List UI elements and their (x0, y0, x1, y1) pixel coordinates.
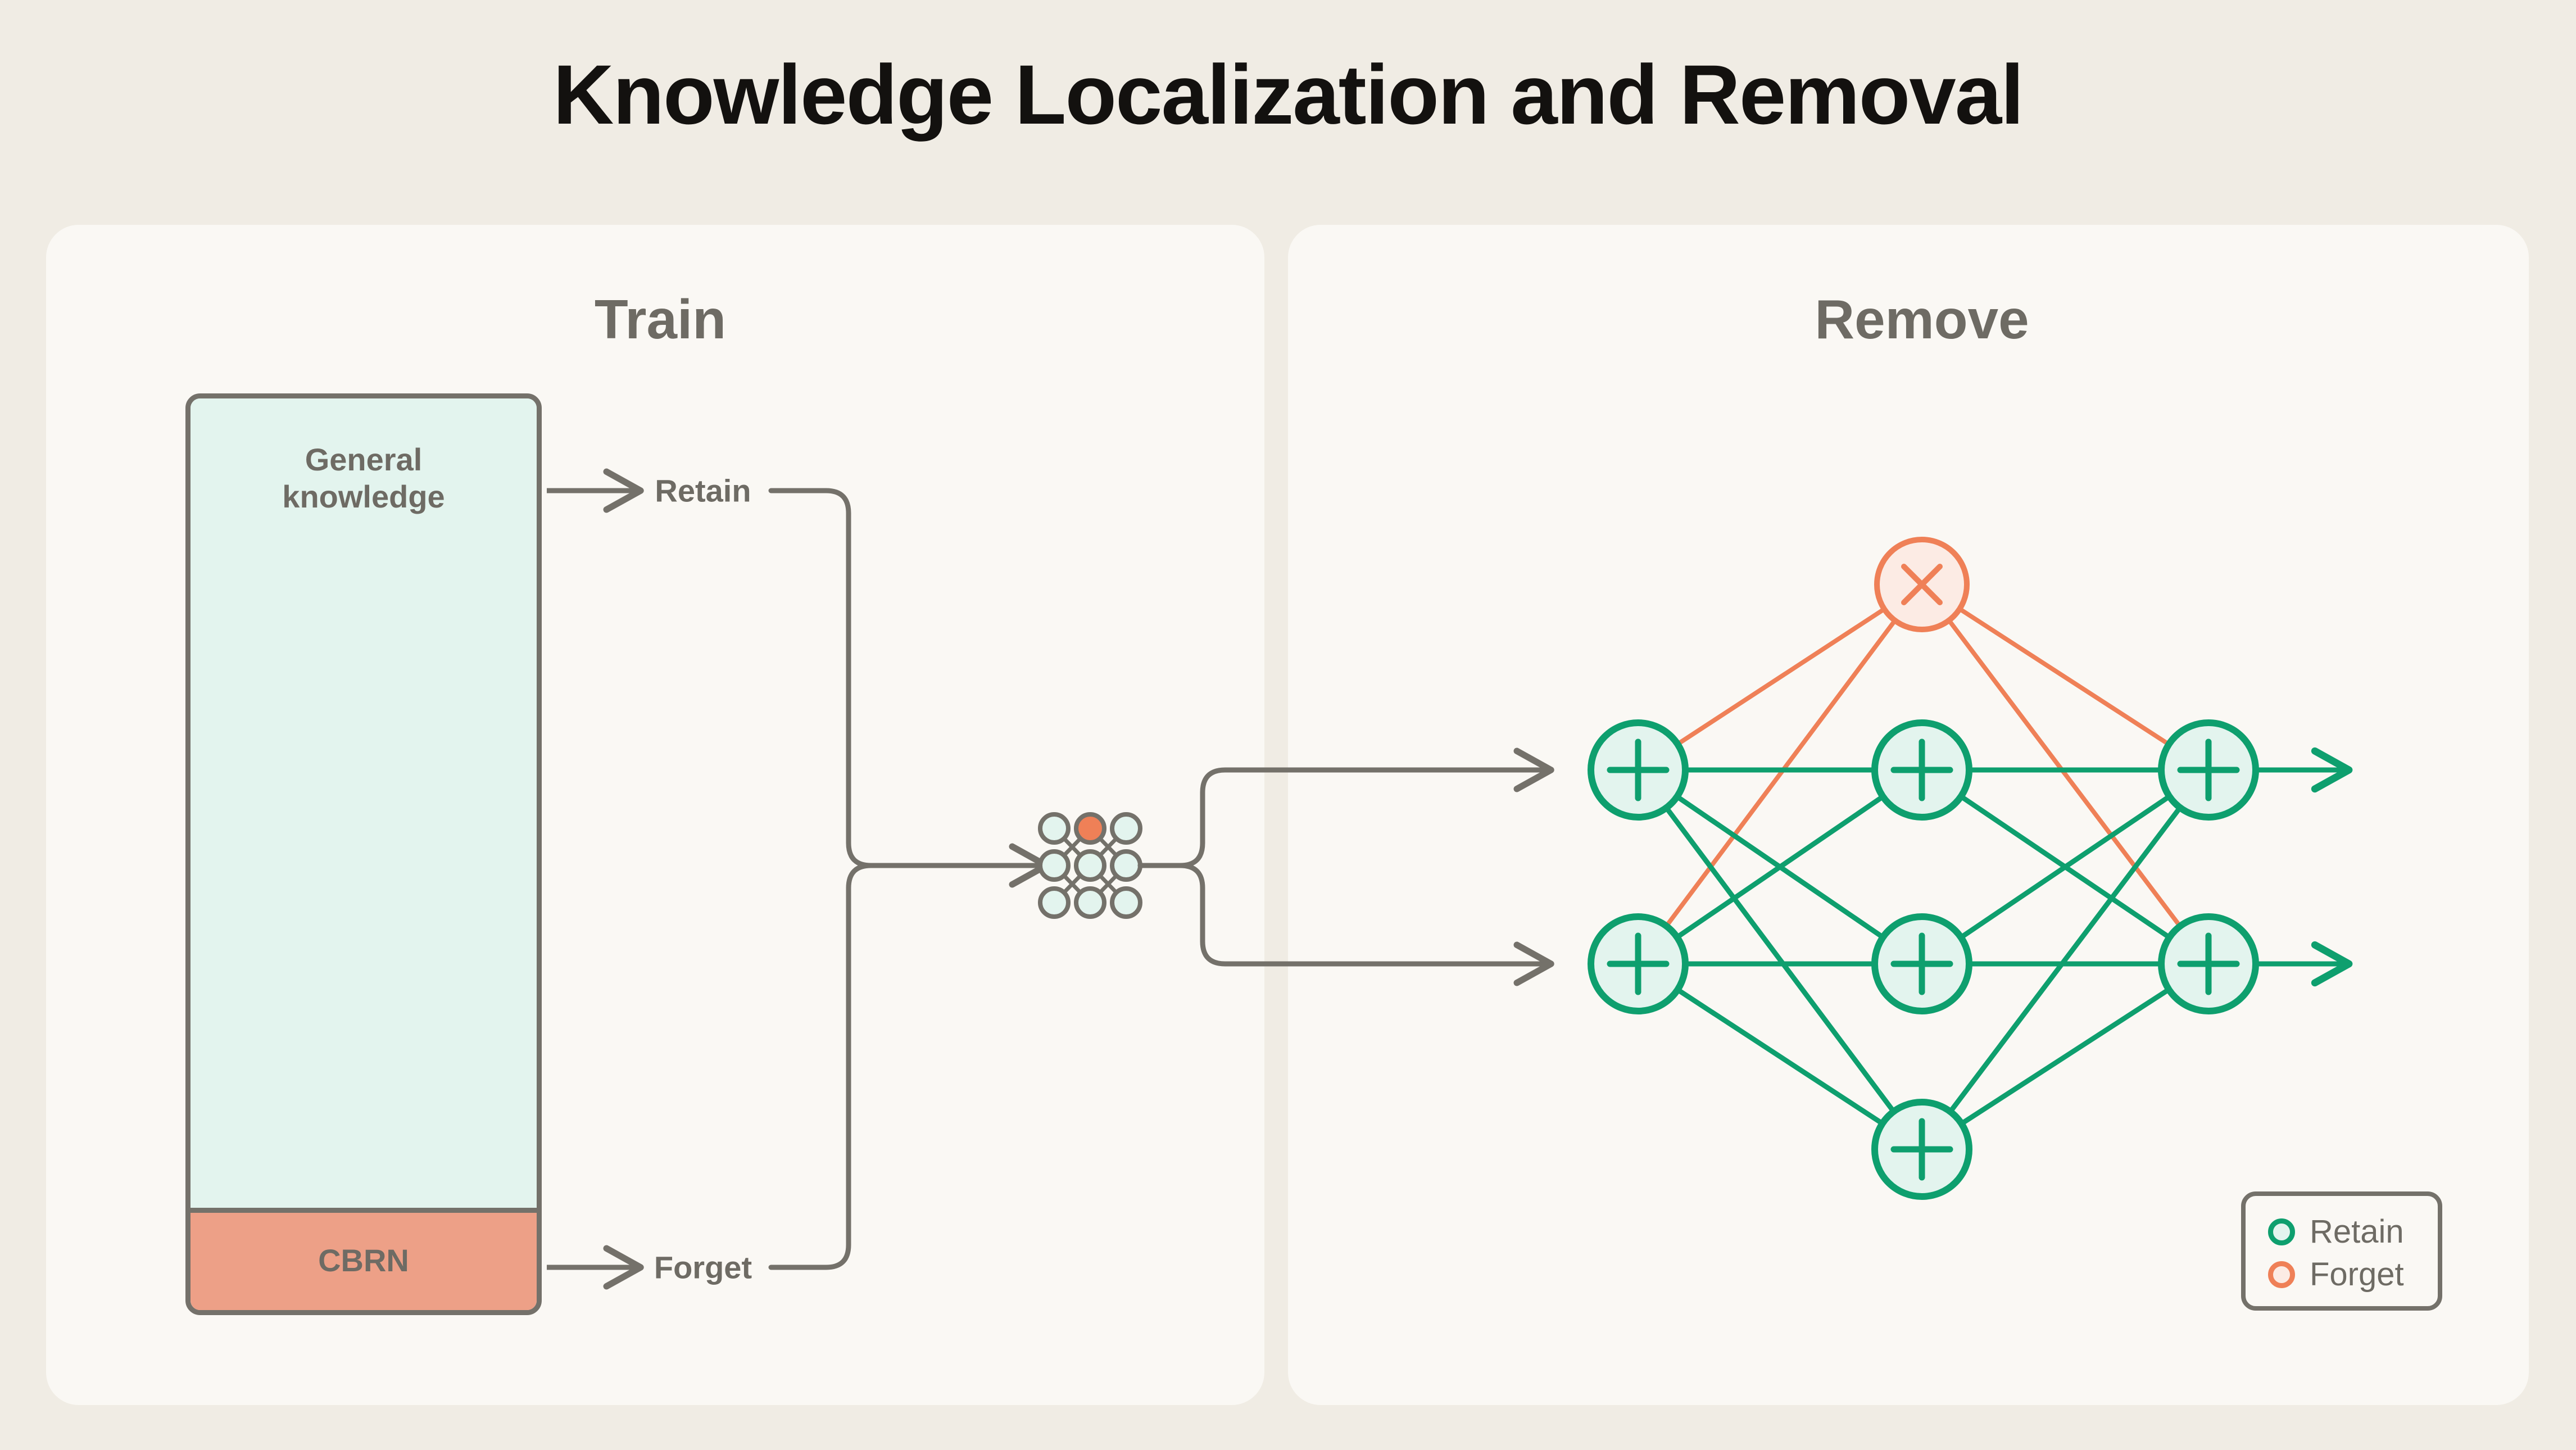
retain-edges (1635, 767, 2211, 1152)
forget-edges (1636, 582, 2211, 966)
legend-item-forget: Forget (2268, 1253, 2438, 1296)
legend-label-forget: Forget (2310, 1256, 2404, 1293)
general-knowledge-label-line1: General (305, 442, 423, 477)
grid-cell-r2c1 (1074, 886, 1106, 919)
network-node-retain-l2-top[interactable] (1871, 719, 1972, 821)
panel-remove-header: Remove (1815, 288, 2029, 350)
flow-label-forget: Forget (654, 1249, 752, 1285)
grid-cell-r0c2 (1110, 812, 1142, 845)
flow-label-retain: Retain (655, 473, 751, 509)
grid-cell-r1c1 (1074, 849, 1106, 882)
neuron-grid-icon (1038, 812, 1142, 919)
grid-cell-r0c1-highlight (1074, 812, 1106, 845)
legend-swatch-forget-icon (2268, 1261, 2295, 1288)
grid-cell-r2c2 (1110, 886, 1142, 919)
knowledge-stack: General knowledge CBRN (185, 393, 542, 1315)
cbrn-section: CBRN (191, 1208, 537, 1310)
network-node-retain-l2-bottom[interactable] (1871, 913, 1972, 1014)
general-knowledge-section: General knowledge (191, 398, 537, 1208)
network-node-forget[interactable] (1874, 537, 1970, 632)
legend: Retain Forget (2241, 1191, 2442, 1311)
network-node-retain-bottom-center[interactable] (1871, 1099, 1972, 1200)
merge-routing-path (768, 488, 1050, 1270)
grid-cell-r0c0 (1038, 812, 1071, 845)
network-input-branch (1137, 747, 1554, 986)
grid-cell-r2c0 (1038, 886, 1071, 919)
network-node-retain-l3-bottom[interactable] (2158, 913, 2259, 1014)
legend-label-retain: Retain (2310, 1213, 2404, 1250)
general-knowledge-label: General knowledge (191, 441, 537, 515)
grid-cell-r1c2 (1110, 849, 1142, 882)
panel-train-header: Train (594, 288, 727, 350)
network-node-retain-l1-bottom[interactable] (1588, 913, 1689, 1014)
cbrn-label: CBRN (318, 1243, 409, 1278)
general-knowledge-label-line2: knowledge (282, 478, 445, 514)
network-node-retain-l1-top[interactable] (1588, 719, 1689, 821)
grid-cell-r1c0 (1038, 849, 1071, 882)
legend-swatch-retain-icon (2268, 1218, 2295, 1245)
network-node-retain-l3-top[interactable] (2158, 719, 2259, 821)
page-title: Knowledge Localization and Removal (553, 47, 2024, 142)
legend-item-retain: Retain (2268, 1211, 2438, 1253)
